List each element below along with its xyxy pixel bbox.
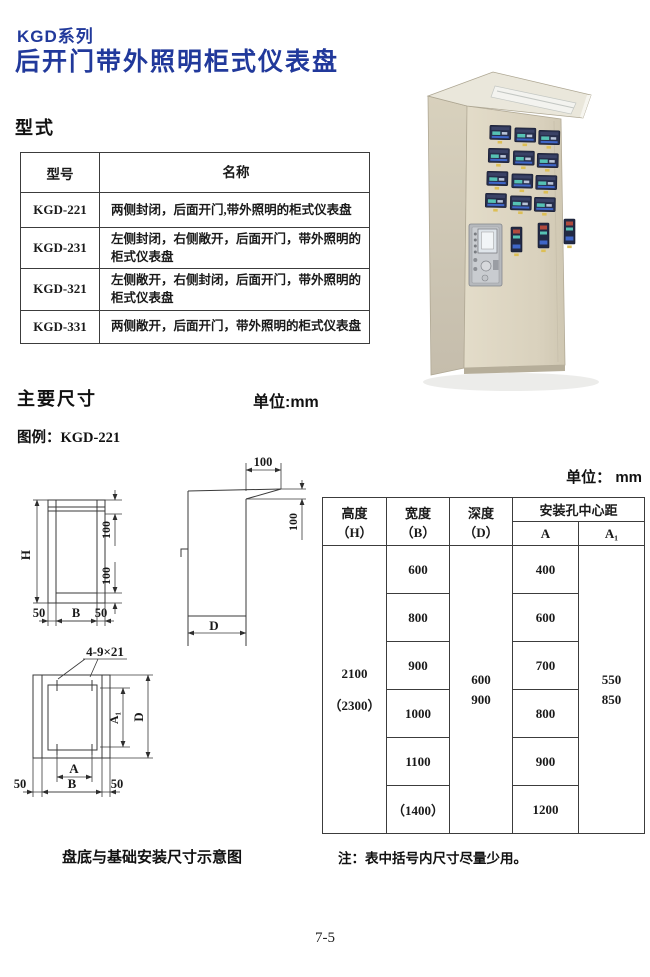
cabinet-photo: [423, 71, 599, 391]
dim-label-B: B: [72, 606, 80, 620]
recorder-icon: [468, 223, 503, 287]
dim-label-100: 100: [99, 521, 113, 539]
height-column-header: 高度 （H）: [322, 497, 387, 546]
section-heading-dimensions: 主要尺寸: [17, 389, 97, 409]
table-row: KGD-231 左侧封闭，右侧敞开，后面开门，带外照明的柜式仪表盘: [20, 226, 370, 270]
height-value-alt: （2300）: [328, 697, 381, 713]
legend-label: 图例：KGD-221: [17, 430, 121, 446]
width-cell: 600: [386, 545, 450, 594]
page-title: 后开门带外照明柜式仪表盘: [15, 48, 340, 76]
header-symbol: （B）: [400, 524, 436, 540]
dim-label-D: D: [131, 712, 146, 721]
table-row: KGD-331 两侧敞开，后面开门，带外照明的柜式仪表盘: [20, 309, 370, 344]
name-column-header: 名称: [99, 152, 370, 193]
dim-label-100: 100: [99, 567, 113, 585]
plan-view-dimension-lines: [23, 658, 153, 797]
size-row: 800 600: [323, 593, 645, 642]
width-cell: （1400）: [386, 785, 450, 834]
size-table: 高度 （H） 宽度 （B） 深度 （D） 安装孔中心距 A A₁ 2100 （2…: [322, 497, 646, 834]
size-table-header-row: 高度 （H） 宽度 （B） 深度 （D） 安装孔中心距: [322, 497, 646, 546]
drawing-caption: 盘底与基础安装尺寸示意图: [62, 849, 243, 866]
a1-value: 550: [601, 671, 622, 687]
dim-label-50: 50: [95, 606, 108, 620]
width-cell: 800: [386, 593, 450, 642]
section-heading-type: 型式: [15, 118, 55, 138]
a-cell: 700: [512, 641, 579, 690]
a-cell: 1200: [512, 785, 579, 834]
depth-cell: 600 900: [449, 545, 513, 834]
depth-value: 600: [471, 671, 491, 687]
model-cell: KGD-331: [20, 309, 100, 344]
depth-column-header: 深度 （D）: [449, 497, 513, 546]
dim-label-50: 50: [33, 606, 46, 620]
size-row: 1100 900: [323, 737, 645, 786]
header-text: 高度: [341, 505, 368, 521]
dim-label-50: 50: [14, 777, 27, 791]
hole-span-header: 安装孔中心距: [511, 497, 646, 522]
size-row: 1000 800: [323, 689, 645, 738]
hole-spec-label: 4-9×21: [86, 644, 124, 659]
dim-label-H: H: [18, 550, 33, 560]
dim-label-100: 100: [286, 513, 300, 531]
table-row: KGD-321 左侧敞开，右侧封闭，后面开门，带外照明的柜式仪表盘: [20, 268, 370, 311]
size-row: （1400） 1200: [323, 785, 645, 834]
header-symbol: （D）: [463, 524, 499, 540]
size-row: 900 700: [323, 641, 645, 690]
dim-label-100: 100: [254, 455, 273, 469]
a-column-header: A: [512, 521, 579, 546]
a1-cell: 550 850: [577, 545, 646, 834]
a-cell: 800: [512, 689, 579, 738]
side-view-dimension-lines: [187, 463, 306, 636]
name-cell: 两侧封闭，后面开门,带外照明的柜式仪表盘: [99, 192, 370, 228]
size-row: 2100 （2300） 600 600 900 400 550 850: [322, 545, 646, 834]
front-view-dimension-lines: [33, 490, 122, 626]
model-cell: KGD-231: [20, 226, 100, 270]
series-title: KGD系列: [17, 27, 94, 46]
a1-column-header: A₁: [577, 521, 646, 546]
header-text: 深度: [467, 505, 494, 521]
model-cell: KGD-221: [20, 192, 100, 228]
height-value: 2100: [341, 665, 368, 681]
table-row: KGD-221 两侧封闭，后面开门,带外照明的柜式仪表盘: [20, 192, 370, 228]
width-column-header: 宽度 （B）: [386, 497, 450, 546]
model-table: 型号 名称 KGD-221 两侧封闭，后面开门,带外照明的柜式仪表盘 KGD-2…: [20, 152, 370, 344]
model-column-header: 型号: [20, 152, 100, 193]
table-note: 注：表中括号内尺寸尽量少用。: [338, 851, 527, 866]
unit-label-mid: 单位:mm: [253, 394, 319, 411]
a-cell: 900: [512, 737, 579, 786]
a-cell: 600: [512, 593, 579, 642]
header-symbol: （H）: [336, 524, 373, 540]
height-cell: 2100 （2300）: [322, 545, 387, 834]
dim-label-B: B: [68, 776, 77, 791]
dim-label-D: D: [209, 618, 218, 633]
unit-label-table: 单位： mm: [566, 469, 642, 486]
name-cell: 左侧敞开，右侧封闭，后面开门，带外照明的柜式仪表盘: [99, 268, 370, 311]
a-cell: 400: [512, 545, 579, 594]
header-text: 宽度: [404, 505, 431, 521]
model-cell: KGD-321: [20, 268, 100, 311]
width-cell: 900: [386, 641, 450, 690]
dimension-drawings: H 100 100 50 B 50 100 100 D: [14, 455, 306, 797]
width-cell: 1000: [386, 689, 450, 738]
depth-value: 900: [471, 691, 491, 707]
dim-label-A1: A₁: [107, 711, 121, 724]
width-cell: 1100: [386, 737, 450, 786]
page-number: 7-5: [315, 930, 335, 946]
model-table-header-row: 型号 名称: [20, 152, 370, 193]
dim-label-50: 50: [111, 777, 124, 791]
name-cell: 左侧封闭，右侧敞开，后面开门，带外照明的柜式仪表盘: [99, 226, 370, 270]
dim-label-A: A: [69, 761, 79, 776]
size-table-subheader-row: A A₁: [323, 521, 646, 546]
name-cell: 两侧敞开，后面开门，带外照明的柜式仪表盘: [99, 309, 370, 344]
a1-value: 850: [601, 691, 622, 707]
